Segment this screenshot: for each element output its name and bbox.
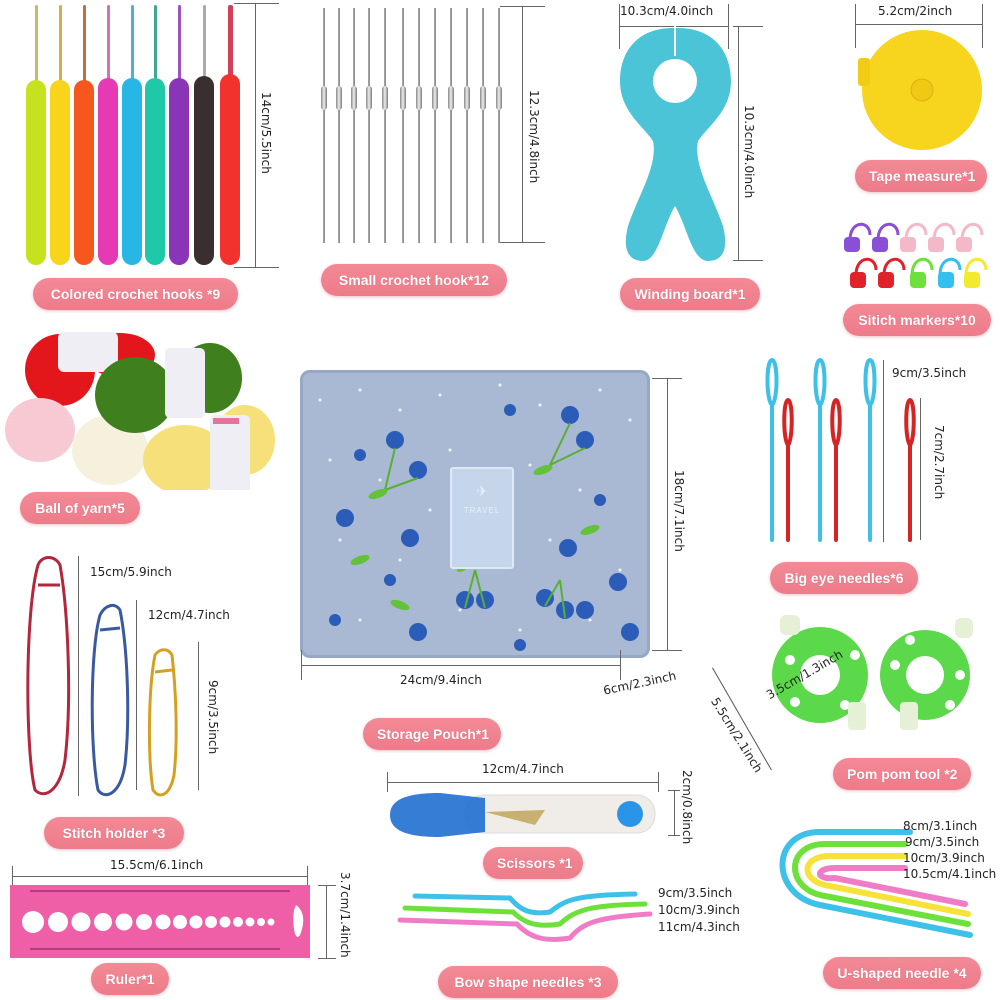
scissors-icon bbox=[390, 793, 656, 837]
stitch-holder-size-2: 12cm/4.7inch bbox=[148, 608, 230, 622]
hook-icon bbox=[194, 76, 214, 265]
winding-board-icon bbox=[620, 26, 731, 261]
hook-icon bbox=[145, 78, 165, 265]
big-eye-long-dimension: 9cm/3.5inch bbox=[892, 366, 967, 380]
small-crochet-hooks-group bbox=[318, 8, 508, 243]
hook-icon bbox=[122, 78, 142, 265]
small-hooks-label: Small crochet hook*12 bbox=[321, 264, 507, 296]
bow-needles-icon bbox=[397, 891, 653, 942]
u-needle-size-3: 10cm/3.9inch bbox=[903, 851, 985, 865]
travel-tag-text: TRAVEL bbox=[463, 506, 501, 515]
stitch-holder-label: Stitch holder *3 bbox=[44, 817, 184, 849]
storage-pouch: ✈ TRAVEL bbox=[300, 370, 650, 658]
u-shaped-needles-icon bbox=[779, 829, 973, 938]
winding-board-height: 10.3cm/4.0inch bbox=[742, 105, 756, 199]
cherry-pattern-icon bbox=[318, 383, 639, 651]
colored-hooks-label: Colored crochet hooks *9 bbox=[33, 278, 238, 310]
pom-pom-label: Pom pom tool *2 bbox=[833, 758, 971, 790]
bow-needle-size-1: 9cm/3.5inch bbox=[658, 886, 733, 900]
yarn-label: Ball of yarn*5 bbox=[20, 492, 140, 524]
hook-icon bbox=[74, 80, 94, 265]
big-eye-needles-label: Big eye needles*6 bbox=[770, 562, 918, 594]
ruler-length: 15.5cm/6.1inch bbox=[110, 858, 204, 872]
hook-icon bbox=[50, 80, 70, 265]
storage-pouch-label: Storage Pouch*1 bbox=[363, 718, 501, 750]
bow-needle-size-2: 10cm/3.9inch bbox=[658, 903, 740, 917]
scissors-length: 12cm/4.7inch bbox=[482, 762, 564, 776]
tape-measure-icon bbox=[858, 30, 982, 150]
pom-pom-tool-icon bbox=[772, 615, 973, 730]
yarn-balls-icon bbox=[5, 332, 275, 490]
winding-board-width: 10.3cm/4.0inch bbox=[620, 4, 714, 18]
stitch-holder-size-3: 9cm/3.5inch bbox=[206, 680, 220, 755]
tape-measure-dimension: 5.2cm/2inch bbox=[878, 4, 953, 18]
hook-icon bbox=[98, 78, 118, 265]
u-needle-size-1: 8cm/3.1inch bbox=[903, 819, 978, 833]
bow-needle-size-3: 11cm/4.3inch bbox=[658, 920, 740, 934]
big-eye-needles-icon bbox=[765, 357, 916, 542]
scissors-height: 2cm/0.8inch bbox=[680, 770, 694, 845]
travel-tag: ✈ TRAVEL bbox=[450, 467, 514, 569]
pouch-height: 18cm/7.1inch bbox=[672, 470, 686, 552]
ruler-label: Ruler*1 bbox=[91, 963, 169, 995]
winding-board-label: Winding board*1 bbox=[620, 278, 760, 310]
stitch-markers-label: Sitich markers*10 bbox=[843, 304, 991, 336]
u-needles-label: U-shaped needle *4 bbox=[823, 957, 981, 989]
scissors-label: Scissors *1 bbox=[483, 847, 583, 879]
small-hooks-dimension: 12.3cm/4.8inch bbox=[527, 90, 541, 184]
u-needle-size-2: 9cm/3.5inch bbox=[905, 835, 980, 849]
colored-hooks-dimension: 14cm/5.5inch bbox=[259, 92, 273, 174]
bow-needles-label: Bow shape needles *3 bbox=[438, 966, 618, 998]
hook-icon bbox=[169, 78, 189, 265]
stitch-markers-icon bbox=[844, 222, 988, 288]
hook-icon bbox=[26, 80, 46, 265]
colored-crochet-hooks-group bbox=[20, 0, 270, 270]
pouch-width: 24cm/9.4inch bbox=[400, 673, 482, 687]
big-eye-short-dimension: 7cm/2.7inch bbox=[932, 425, 946, 500]
pouch-depth: 6cm/2.3inch bbox=[602, 668, 678, 698]
u-needle-size-4: 10.5cm/4.1inch bbox=[903, 867, 997, 881]
tape-measure-label: Tape measure*1 bbox=[855, 160, 987, 192]
pom-pom-outer-dimension: 5.5cm/2.1inch bbox=[708, 695, 766, 776]
hook-icon bbox=[220, 74, 240, 265]
stitch-holder-size-1: 15cm/5.9inch bbox=[90, 565, 172, 579]
stitch-holder-icon bbox=[26, 556, 178, 797]
airplane-icon: ✈ bbox=[476, 483, 488, 499]
ruler-height: 3.7cm/1.4inch bbox=[338, 872, 352, 958]
ruler-icon bbox=[10, 885, 310, 958]
